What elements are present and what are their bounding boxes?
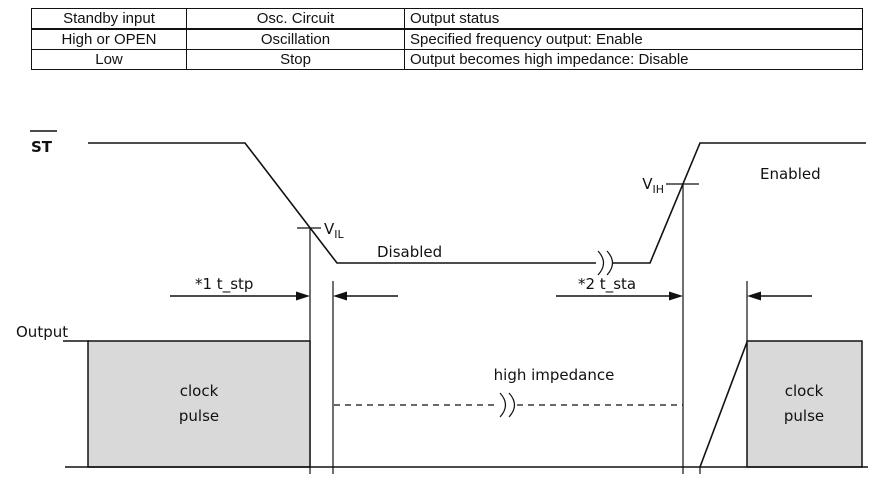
cell-output-disable: Output becomes high impedance: Disable: [404, 49, 863, 70]
vih-base: V: [642, 175, 653, 193]
header-output-status: Output status: [404, 8, 863, 30]
vih-label: VIH: [642, 175, 664, 196]
cell-standby-low: Low: [31, 49, 187, 70]
clock-pulse-right-line1: clock: [785, 382, 824, 400]
t-stp-arrow: [170, 291, 398, 301]
clock-pulse-left-line1: clock: [180, 382, 219, 400]
vil-sub: IL: [334, 228, 344, 241]
vil-label: VIL: [324, 220, 345, 241]
header-standby-input: Standby input: [31, 8, 187, 30]
break-curve: [597, 250, 605, 276]
t-stp-arrowhead-left: [333, 291, 347, 301]
table-header-row: Standby input Osc. Circuit Output status: [31, 8, 863, 30]
t-sta-arrowhead-left: [747, 291, 761, 301]
enabled-label: Enabled: [760, 165, 821, 183]
break-mark-high-impedance: [499, 392, 516, 418]
cell-osc-oscillation: Oscillation: [186, 28, 405, 50]
break-curve: [606, 250, 614, 276]
table-row: High or OPEN Oscillation Specified frequ…: [31, 28, 863, 50]
disabled-label: Disabled: [377, 243, 442, 261]
st-waveform: [88, 142, 866, 264]
clock-pulse-box-left: [87, 340, 311, 468]
clock-pulse-right-line2: pulse: [784, 407, 824, 425]
break-mark-st: [597, 250, 614, 276]
t-sta-arrowhead-right: [669, 291, 683, 301]
high-impedance-label: high impedance: [494, 366, 615, 384]
output-label: Output: [16, 323, 68, 341]
vih-sub: IH: [652, 183, 664, 196]
standby-function-table: Standby input Osc. Circuit Output status…: [31, 8, 863, 70]
clock-pulse-box-right: [746, 340, 863, 468]
vil-base: V: [324, 220, 335, 238]
t-stp-label: *1 t_stp: [195, 275, 253, 294]
cell-osc-stop: Stop: [186, 49, 405, 70]
clock-pulse-left-line2: pulse: [179, 407, 219, 425]
output-resume-edge: [699, 341, 748, 468]
break-curve: [499, 392, 507, 418]
t-sta-label: *2 t_sta: [578, 275, 636, 294]
t-sta-arrow: [556, 291, 812, 301]
t-stp-arrowhead-right: [296, 291, 310, 301]
st-label: ST: [31, 138, 53, 156]
table-row: Low Stop Output becomes high impedance: …: [31, 49, 863, 70]
break-curve: [508, 392, 516, 418]
